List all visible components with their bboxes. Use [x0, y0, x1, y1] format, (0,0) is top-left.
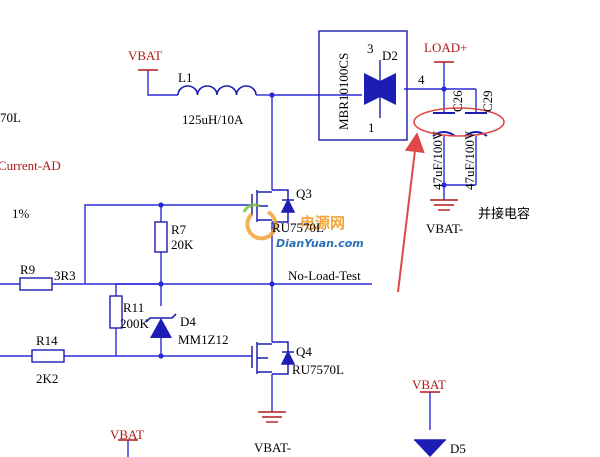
diode-d2	[318, 30, 408, 141]
label-d2-part: MBR10100CS	[336, 53, 351, 130]
label-c26-value: 47uF/100V	[430, 130, 445, 190]
resistor-r14	[31, 349, 65, 363]
label-d4-part: MM1Z12	[178, 332, 229, 347]
capacitor-c26	[432, 112, 456, 137]
label-c29: C29	[480, 90, 495, 112]
label-vbat-bottom-right: VBAT	[412, 377, 446, 392]
annotation-arrow	[397, 132, 425, 293]
label-vbat-bottom-left: VBAT	[110, 427, 144, 442]
ground-symbols	[258, 199, 458, 423]
label-vbat-minus-bottom: VBAT-	[254, 440, 291, 455]
label-left-current-ad: Current-AD	[0, 158, 61, 173]
capacitor-c29	[464, 112, 488, 137]
label-pin1: 1	[368, 120, 375, 135]
mosfet-q4	[251, 341, 296, 375]
power-symbols	[118, 61, 454, 441]
watermark-url: DianYuan.com	[276, 237, 364, 250]
label-r14-value: 2K2	[36, 371, 58, 386]
label-q4: Q4	[296, 344, 312, 359]
label-r7-value: 20K	[171, 237, 194, 252]
label-vbat-top: VBAT	[128, 48, 162, 63]
label-r14: R14	[36, 333, 58, 348]
label-left-percent: 1%	[12, 206, 30, 221]
label-vbat-minus-caps: VBAT-	[426, 221, 463, 236]
resistor-r7	[154, 221, 168, 253]
label-r11: R11	[123, 300, 144, 315]
label-r7: R7	[171, 222, 187, 237]
label-d5: D5	[450, 441, 466, 456]
label-q3: Q3	[296, 186, 312, 201]
label-pin4: 4	[418, 72, 425, 87]
label-d2: D2	[382, 48, 398, 63]
label-parallel-caps: 并接电容	[478, 206, 530, 222]
label-c29-value: 47uF/100V	[462, 130, 477, 190]
label-c26: C26	[450, 90, 465, 112]
resistor-r11	[109, 295, 123, 329]
junction-dots	[158, 86, 447, 359]
zener-d4	[145, 313, 177, 338]
label-pin3: 3	[367, 41, 374, 56]
annotation-ellipse	[413, 107, 505, 137]
watermark-cn: 电源网	[300, 214, 345, 232]
label-load-plus: LOAD+	[424, 40, 467, 55]
diode-d5	[414, 440, 446, 457]
inductor-l1	[177, 85, 257, 96]
wires	[0, 62, 477, 457]
label-d4: D4	[180, 314, 196, 329]
label-l1: L1	[178, 70, 192, 85]
label-r9: R9	[20, 262, 35, 277]
label-q3-part: RU7570L	[272, 220, 324, 235]
label-r11-value: 200K	[120, 316, 150, 331]
watermark	[242, 203, 278, 241]
label-r9-value: 3R3	[54, 268, 76, 283]
label-q4-part: RU7570L	[292, 362, 344, 377]
label-left-70l: 70L	[0, 110, 21, 125]
label-l1-value: 125uH/10A	[182, 112, 244, 127]
label-no-load-test: No-Load-Test	[288, 268, 361, 283]
resistor-r9	[19, 277, 53, 291]
